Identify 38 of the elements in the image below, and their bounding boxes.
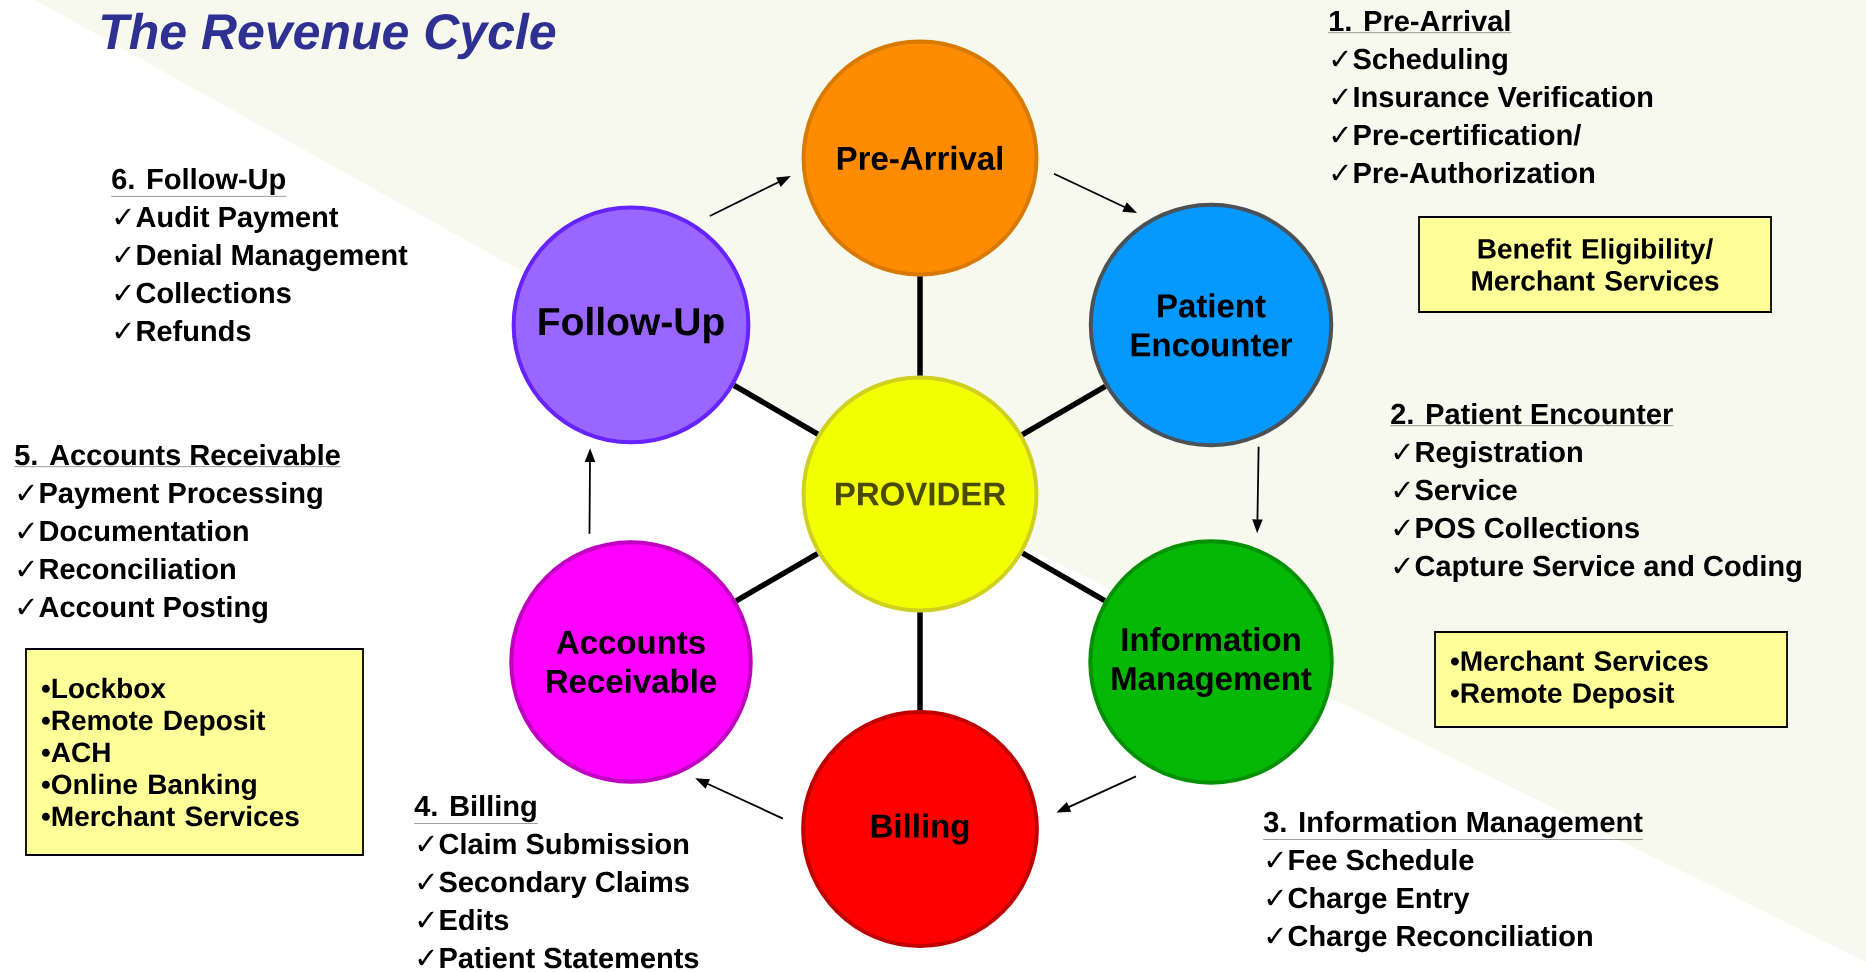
list-item: ✓Payment Processing [18,482,322,510]
list-item: ✓Documentation [18,520,248,542]
list-item: ✓Pre-certification/ [1332,123,1582,146]
title: The Revenue Cycle [101,12,556,60]
callout-box: •Lockbox •Remote Deposit •ACH •Online Banking •Merchant Services [25,648,364,856]
list-item: ✓Edits [418,909,509,931]
connector-line [1021,550,1107,604]
list-item: ✓Claim Submission [418,833,689,855]
callout-box: •Merchant Services •Remote Deposit [1434,631,1788,728]
list-item: ✓Patient Statements [418,947,699,969]
connector-line [732,382,820,437]
list-item: ✓Reconciliation [18,558,235,580]
connector-line [1021,384,1107,437]
list-heading: 1. Pre-Arrival [1328,9,1512,33]
list-item: ✓Secondary Claims [418,871,689,898]
list-item: ✓Charge Entry [1267,887,1470,915]
list-item: ✓Service [1394,479,1517,501]
list-item: ✓Charge Reconciliation [1267,925,1592,953]
list-heading: 2. Patient Encounter [1390,403,1674,426]
list-item: ✓POS Collections [1394,517,1639,539]
list-item: ✓Registration [1394,441,1582,469]
list-item: ✓Fee Schedule [1267,849,1474,871]
list-heading: 3. Information Management [1263,811,1644,840]
list-item: ✓Denial Management [115,244,408,272]
connector-line [917,276,923,376]
connector-line [917,612,923,711]
list-heading: 6. Follow-Up [111,167,287,197]
list-heading: 4. Billing [414,795,538,824]
connector-line [734,551,819,604]
list-item: ✓Pre-Authorization [1332,162,1594,184]
list-item: ✓Scheduling [1332,47,1507,76]
list-item: ✓Insurance Verification [1332,85,1653,108]
list-item: ✓Refunds [115,320,251,342]
list-item: ✓Collections [115,282,291,304]
list-item: ✓Audit Payment [115,206,339,233]
list-item: ✓Capture Service and Coding [1394,555,1801,583]
list-heading: 5. Accounts Receivable [14,444,342,467]
callout-box: Benefit Eligibility/ Merchant Services [1418,216,1772,313]
